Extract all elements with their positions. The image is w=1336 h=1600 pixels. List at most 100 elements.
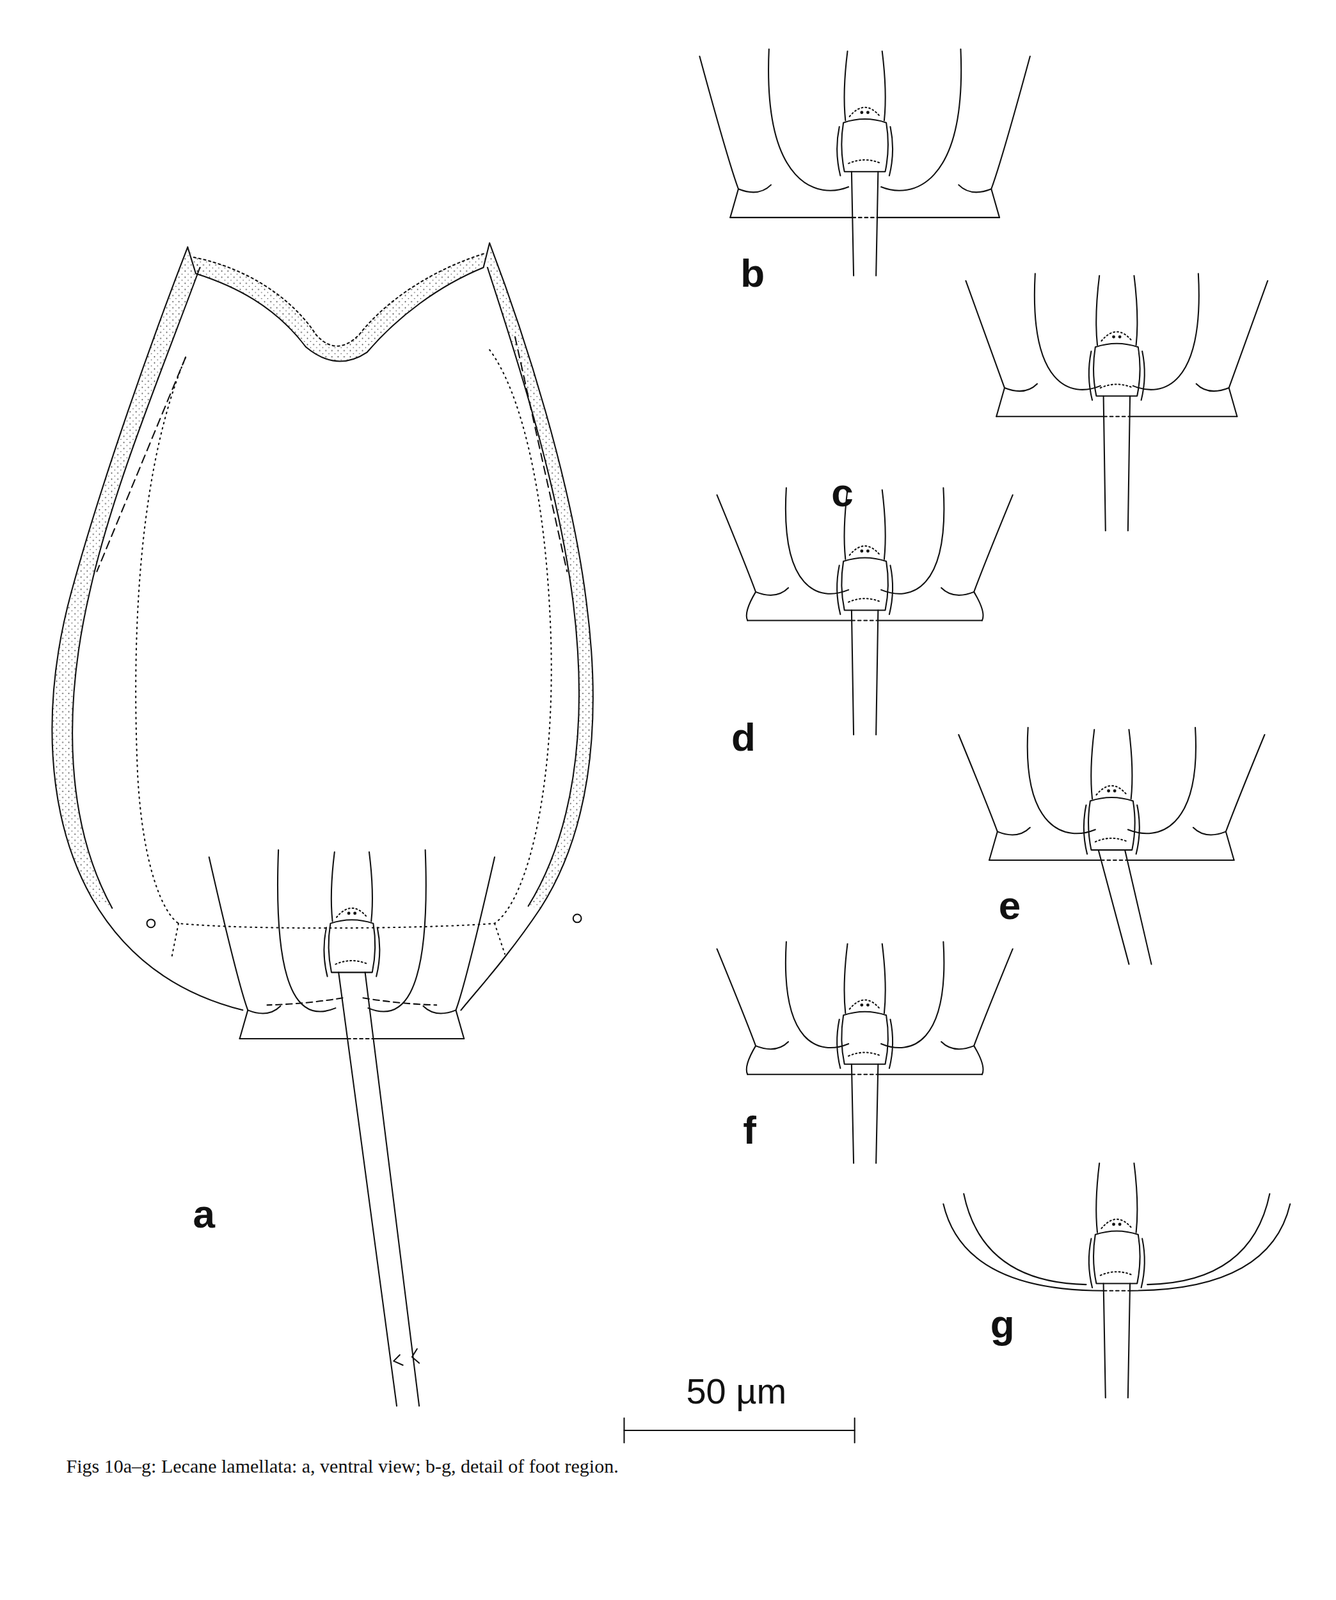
suture (171, 923, 179, 960)
foot-segment (1090, 729, 1095, 799)
pseudosegment (841, 1011, 889, 1065)
lamella-line (267, 997, 343, 1005)
gland-dot (860, 550, 863, 553)
head-stipple (193, 253, 486, 362)
toe-boundary (1101, 859, 1128, 861)
pseudosegment-edge (889, 1019, 893, 1069)
lorica-edge (943, 1203, 1104, 1290)
lorica-outline (460, 243, 593, 1011)
foot-segment (844, 51, 848, 121)
coxal-plate (1147, 1193, 1270, 1285)
lorica-edge (1129, 1203, 1290, 1290)
coxal-plate (1027, 727, 1096, 834)
lorica-edge (209, 856, 249, 1010)
toe (1103, 1283, 1106, 1399)
pseudosegment-edge (376, 927, 380, 977)
toe-boundary (1103, 1289, 1130, 1292)
pseudosegment-edge (889, 126, 893, 176)
gland-dot (1112, 1223, 1115, 1226)
toe-spur (412, 1348, 420, 1363)
toe (1098, 849, 1130, 965)
toe-boundary (1103, 415, 1130, 418)
pseudosegment-edge (1141, 1238, 1145, 1288)
pore (147, 918, 156, 928)
lamella-edge (746, 1041, 789, 1075)
foot-segment (1128, 729, 1132, 799)
lamella-edge (422, 1005, 464, 1039)
figure-letter: d (731, 717, 756, 757)
toe (875, 1064, 878, 1164)
lorica-edge (717, 494, 757, 592)
toe (851, 1064, 854, 1164)
lorica-edge (717, 948, 757, 1046)
figure-letter: a (193, 1193, 215, 1234)
lamella-margin (996, 415, 1104, 418)
toe (851, 610, 854, 735)
pore (573, 914, 582, 923)
foot-cap (1101, 1218, 1132, 1228)
lorica-stipple (487, 243, 594, 908)
figure-letter: f (742, 1110, 757, 1150)
lamella-line (362, 997, 437, 1005)
foot-cap (1096, 785, 1127, 795)
foot-cap (849, 545, 881, 555)
lorica-inner (487, 267, 580, 907)
foot-segment (1133, 1162, 1138, 1232)
figure-letter: c (831, 472, 853, 513)
pseudosegment-edge (1089, 351, 1093, 401)
foot-segment (331, 851, 335, 921)
pseudosegment (1088, 797, 1136, 850)
foot-segment (369, 851, 373, 921)
lamella-edge (958, 184, 1000, 218)
coxal-plate (768, 49, 849, 191)
gland-dot (866, 550, 869, 553)
lorica-edge (1225, 734, 1265, 832)
gland-dot (860, 1003, 863, 1006)
lateral-line (96, 357, 186, 572)
toe (875, 171, 878, 276)
coxal-plate (277, 849, 336, 1012)
pseudosegment (841, 119, 889, 172)
lorica-edge (699, 56, 739, 189)
toe-spur (393, 1354, 403, 1365)
lamella-margin (239, 1037, 349, 1040)
lamella-edge (730, 184, 772, 218)
lorica-inner (72, 267, 200, 908)
pseudosegment-edge (1089, 1238, 1093, 1288)
pseudosegment (841, 557, 889, 610)
lamella-edge (941, 1041, 983, 1075)
lamella-edge (746, 587, 789, 621)
lorica-edge (973, 494, 1013, 592)
pseudosegment-edge (1141, 351, 1145, 401)
pseudosegment-edge (836, 564, 841, 615)
toe (875, 610, 878, 735)
lorica-edge (958, 734, 998, 832)
gland-dot (1107, 789, 1110, 792)
lamella-margin (373, 1037, 465, 1040)
foot-cap (1101, 331, 1132, 341)
lamella-edge (941, 587, 983, 621)
scale-bar (854, 1417, 856, 1443)
lamella-margin (989, 859, 1102, 861)
toe (338, 971, 397, 1406)
gland-dot (353, 911, 356, 914)
foot-segment (882, 943, 886, 1013)
coxal-plate (881, 49, 962, 191)
foot-segment (882, 489, 886, 559)
toe (365, 971, 420, 1406)
pseudosegment-fold (1100, 383, 1134, 388)
lamella-margin (730, 216, 853, 219)
lorica-outline (51, 246, 243, 1010)
lamella-edge (996, 383, 1038, 417)
pseudosegment (1093, 1230, 1141, 1283)
foot-segment (1096, 275, 1100, 345)
coxal-plate (785, 941, 849, 1048)
toe (851, 171, 854, 276)
figure-letter: e (998, 885, 1021, 926)
toe-boundary (347, 1037, 374, 1040)
ventral-plate (135, 346, 552, 928)
coxal-plate (881, 487, 944, 594)
foot-cap (336, 907, 368, 917)
